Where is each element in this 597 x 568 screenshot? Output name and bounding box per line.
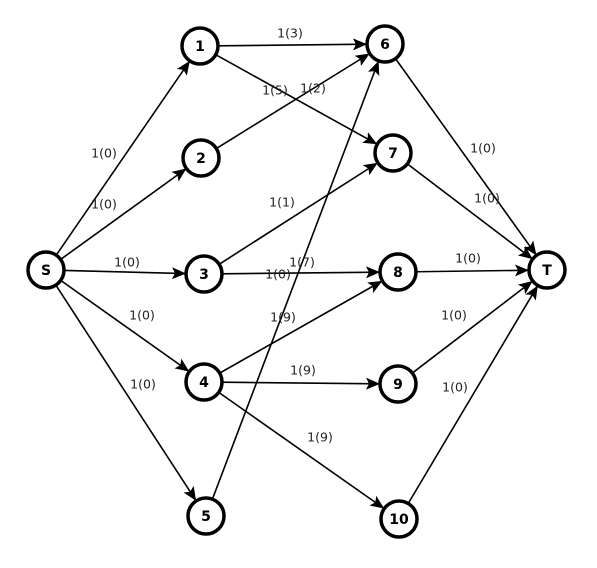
edge-label-9-T: 1(0) — [441, 308, 467, 323]
node-2: 2 — [181, 138, 221, 178]
edge-label-3-8: 1(0) — [265, 267, 291, 282]
edge-label-S-5: 1(0) — [130, 377, 156, 392]
edge-9-T — [411, 280, 533, 374]
edge-3-8 — [221, 266, 381, 279]
node-circle-1 — [180, 26, 220, 66]
edge-label-8-T: 1(0) — [455, 251, 481, 266]
node-8: 8 — [378, 252, 418, 292]
node-4: 4 — [184, 362, 224, 402]
edge-5-6 — [211, 60, 380, 500]
node-5: 5 — [186, 496, 226, 536]
nodes-layer: S 1 2 3 4 5 6 7 8 9 10 T — [26, 24, 567, 539]
node-label-6: 6 — [380, 37, 390, 53]
node-label-4: 4 — [199, 375, 209, 391]
edge-labels-layer: 1(0) 1(0) 1(0) 1(0) 1(0) 1(3) 1(5) 1(2) 1(1) 1(0)… — [91, 26, 500, 445]
edge-label-S-1: 1(0) — [91, 146, 117, 161]
edge-label-6-T: 1(0) — [470, 141, 496, 156]
edge-3-7 — [218, 162, 378, 265]
edge-2-6 — [215, 53, 370, 150]
node-10: 10 — [379, 499, 419, 539]
edge-label-4-10: 1(9) — [307, 430, 333, 445]
edge-label-3-7: 1(1) — [269, 195, 295, 210]
node-T: T — [527, 250, 567, 290]
edge-4-8 — [219, 280, 383, 374]
edge-8-T — [415, 264, 530, 277]
node-7: 7 — [373, 133, 413, 173]
node-label-S: S — [41, 263, 51, 279]
node-6: 6 — [365, 24, 405, 64]
node-9: 9 — [378, 364, 418, 404]
edge-7-T — [406, 163, 533, 260]
edge-6-T — [394, 58, 537, 256]
node-label-9: 9 — [393, 377, 403, 393]
node-circle-S — [26, 250, 66, 290]
edge-S-4 — [60, 279, 190, 372]
node-circle-4 — [184, 362, 224, 402]
edge-4-10 — [218, 391, 385, 509]
edge-S-1 — [55, 60, 190, 256]
node-label-1: 1 — [195, 39, 205, 55]
edge-label-7-T: 1(0) — [474, 191, 500, 206]
edge-4-9 — [221, 377, 381, 390]
node-circle-10 — [379, 499, 419, 539]
edge-label-1-6: 1(3) — [277, 26, 303, 41]
node-circle-T — [527, 250, 567, 290]
node-1: 1 — [180, 26, 220, 66]
node-circle-8 — [378, 252, 418, 292]
edge-label-S-4: 1(0) — [129, 308, 155, 323]
edge-label-S-2: 1(0) — [91, 197, 117, 212]
node-circle-7 — [373, 133, 413, 173]
node-circle-6 — [365, 24, 405, 64]
node-label-T: T — [542, 263, 552, 279]
edge-S-2 — [60, 168, 187, 261]
node-label-8: 8 — [393, 265, 403, 281]
edge-1-6 — [217, 38, 368, 51]
node-3: 3 — [184, 254, 224, 294]
edge-label-4-9: 1(9) — [290, 363, 316, 378]
node-label-3: 3 — [199, 267, 209, 283]
edges-layer — [55, 38, 538, 509]
node-S: S — [26, 250, 66, 290]
edge-label-10-T: 1(0) — [442, 380, 468, 395]
node-circle-9 — [378, 364, 418, 404]
node-label-5: 5 — [201, 509, 211, 525]
edge-10-T — [407, 285, 538, 504]
node-circle-3 — [184, 254, 224, 294]
node-label-10: 10 — [389, 512, 409, 528]
edge-label-5-6: 1(7) — [289, 255, 315, 270]
edge-S-3 — [63, 267, 187, 280]
edge-label-2-6: 1(2) — [300, 81, 326, 96]
edge-label-1-7: 1(5) — [262, 83, 288, 98]
node-circle-5 — [186, 496, 226, 536]
node-label-7: 7 — [388, 146, 398, 162]
edge-label-S-3: 1(0) — [114, 255, 140, 270]
node-label-2: 2 — [196, 151, 206, 167]
edge-label-4-8: 1(9) — [270, 310, 296, 325]
edge-S-5 — [55, 284, 197, 501]
node-circle-2 — [181, 138, 221, 178]
